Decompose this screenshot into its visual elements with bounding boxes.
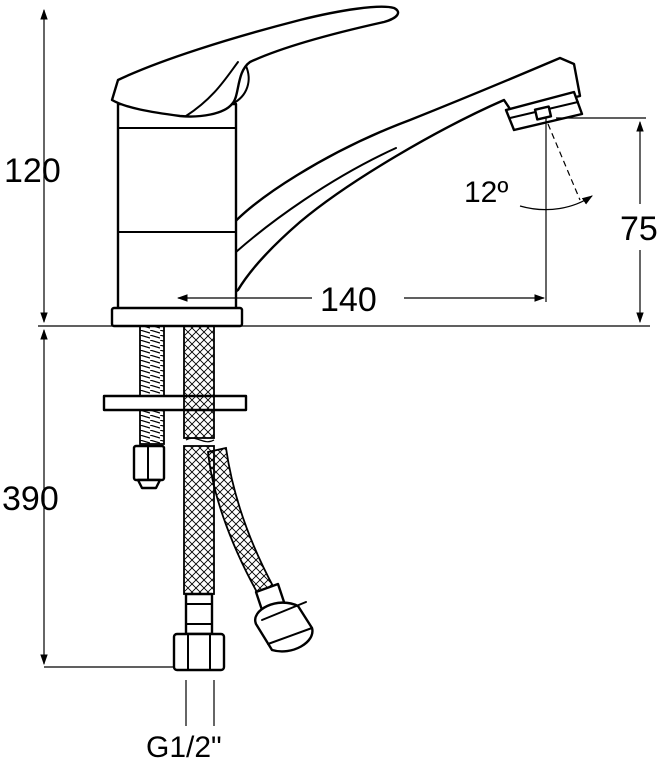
dimension-390: 390 — [2, 328, 176, 668]
angle-12-label: 12º — [464, 176, 508, 209]
angle-12-degrees: 12º — [464, 123, 593, 211]
lever-handle — [110, 5, 400, 118]
dimension-120-label: 120 — [4, 152, 61, 190]
connection-thread-label: G1/2" — [146, 731, 222, 764]
dimension-75: 75 — [556, 117, 658, 324]
faucet-body — [110, 102, 244, 328]
dimension-390-label: 390 — [2, 480, 59, 518]
dimension-75-label: 75 — [620, 210, 658, 248]
spout — [212, 56, 582, 296]
mounting-plate — [102, 394, 248, 412]
dimension-120: 120 — [4, 8, 61, 324]
hose-rear — [207, 446, 314, 653]
aerator — [504, 90, 584, 132]
hose-front — [172, 325, 226, 672]
threaded-stud — [132, 325, 166, 490]
connection-thread-dimension: G1/2" — [146, 680, 222, 764]
dimension-140-label: 140 — [320, 281, 377, 319]
